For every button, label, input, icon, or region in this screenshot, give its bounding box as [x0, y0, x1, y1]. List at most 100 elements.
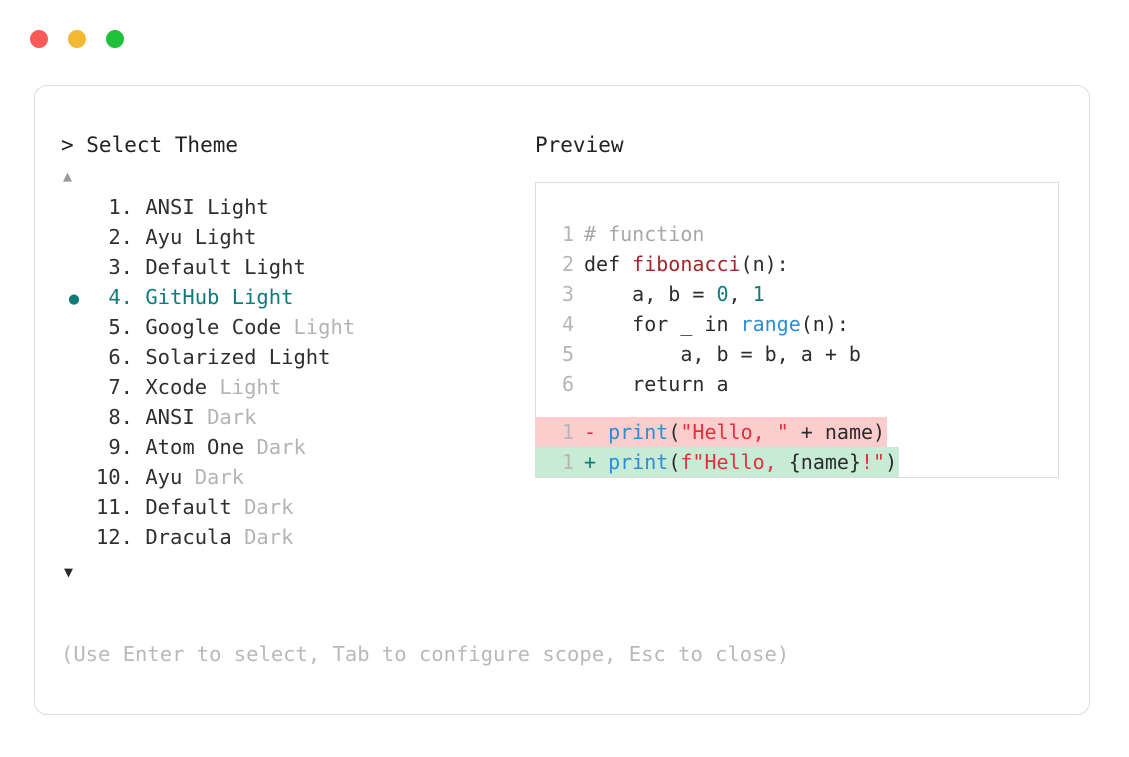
theme-item-index: 9.	[108, 435, 133, 459]
code-text: a, b = 0, 1	[574, 279, 765, 309]
code-token: (	[668, 420, 681, 444]
theme-item-index: 8.	[108, 405, 133, 429]
code-token: # function	[584, 222, 705, 246]
theme-item-variant: Light	[268, 345, 331, 369]
theme-item-name: Ayu	[145, 465, 195, 489]
code-line: 3 a, b = 0, 1	[536, 279, 1058, 309]
code-token: "Hello, "	[680, 420, 789, 444]
code-token: )	[885, 450, 898, 474]
theme-item-separator	[133, 282, 145, 312]
code-token: def	[584, 252, 633, 276]
theme-item-variant: Dark	[244, 495, 294, 519]
code-text: def fibonacci(n):	[574, 249, 789, 279]
line-number: 1	[561, 450, 574, 474]
code-token: (	[668, 450, 681, 474]
theme-list-item[interactable]: ● 4. GitHub Light	[61, 282, 531, 312]
theme-item-separator	[133, 522, 145, 552]
line-number: 4	[561, 312, 574, 336]
theme-list-item[interactable]: 10. Ayu Dark	[61, 462, 531, 492]
theme-item-separator	[133, 402, 145, 432]
theme-item-variant: Dark	[244, 525, 294, 549]
line-number: 1	[561, 420, 574, 444]
theme-item-index: 10.	[95, 465, 133, 489]
theme-item-variant: Light	[207, 195, 269, 219]
theme-item-name: GitHub	[145, 285, 232, 309]
close-dot[interactable]	[30, 30, 48, 48]
theme-item-name: Default	[145, 495, 245, 519]
theme-item-index: 5.	[108, 315, 133, 339]
selected-bullet-icon	[61, 344, 87, 374]
picker-body: > Select Theme ▲ 1. ANSI Light 2. Ayu Li…	[35, 86, 1089, 714]
maximize-dot[interactable]	[106, 30, 124, 48]
line-number: 5	[561, 342, 574, 366]
code-text: a, b = b, a + b	[574, 339, 861, 369]
theme-item-index: 11.	[95, 495, 133, 519]
theme-list-item[interactable]: 9. Atom One Dark	[61, 432, 531, 462]
theme-item-variant: Dark	[256, 435, 306, 459]
theme-item-name: ANSI	[145, 195, 208, 219]
theme-item-variant: Dark	[194, 465, 245, 489]
code-token: return a	[584, 372, 729, 396]
diff-line: 1- print("Hello, " + name)	[536, 417, 888, 447]
theme-item-variant: Light	[231, 285, 294, 309]
theme-list-item[interactable]: 5. Google Code Light	[61, 312, 531, 342]
code-token: + name)	[788, 420, 886, 444]
code-token: (n):	[740, 252, 789, 276]
code-token: f"Hello,	[680, 450, 789, 474]
theme-item-separator	[133, 462, 145, 492]
theme-list[interactable]: 1. ANSI Light 2. Ayu Light 3. Default Li…	[61, 192, 531, 552]
theme-item-index: 1.	[108, 195, 133, 219]
selected-bullet-icon	[61, 314, 87, 344]
line-number: 6	[561, 372, 574, 396]
theme-list-item[interactable]: 11. Default Dark	[61, 492, 531, 522]
code-text: for _ in range(n):	[574, 309, 849, 339]
code-token: print	[608, 420, 669, 444]
line-number: 3	[561, 282, 574, 306]
theme-list-item[interactable]: 7. Xcode Light	[61, 372, 531, 402]
scroll-up-arrow-icon[interactable]: ▲	[63, 167, 73, 185]
code-line: 5 a, b = b, a + b	[536, 339, 1058, 369]
theme-item-variant: Light	[194, 225, 257, 249]
theme-item-name: Ayu	[145, 225, 195, 249]
theme-item-separator	[133, 252, 145, 282]
theme-item-name: Solarized	[145, 345, 269, 369]
preview-title: Preview	[535, 133, 624, 157]
theme-item-name: Google Code	[145, 315, 294, 339]
code-text: - print("Hello, " + name)	[574, 417, 888, 447]
theme-item-separator	[133, 342, 145, 372]
theme-item-index: 2.	[108, 225, 133, 249]
theme-item-name: Xcode	[145, 375, 220, 399]
theme-item-index: 4.	[108, 285, 133, 309]
theme-list-item[interactable]: 1. ANSI Light	[61, 192, 531, 222]
theme-list-item[interactable]: 2. Ayu Light	[61, 222, 531, 252]
selected-bullet-icon	[61, 464, 87, 494]
selected-bullet-icon	[61, 524, 87, 554]
code-line: 1# function	[536, 219, 1058, 249]
theme-picker-card: > Select Theme ▲ 1. ANSI Light 2. Ayu Li…	[34, 85, 1090, 715]
minimize-dot[interactable]	[68, 30, 86, 48]
code-token: 1	[752, 282, 765, 306]
theme-item-name: Atom One	[145, 435, 257, 459]
code-token: -	[584, 420, 609, 444]
selected-bullet-icon	[61, 404, 87, 434]
theme-item-variant: Light	[293, 315, 356, 339]
code-text: + print(f"Hello, {name}!")	[574, 447, 900, 477]
theme-item-index: 6.	[108, 345, 133, 369]
page-title: > Select Theme	[61, 133, 239, 157]
theme-list-item[interactable]: 12. Dracula Dark	[61, 522, 531, 552]
theme-list-item[interactable]: 6. Solarized Light	[61, 342, 531, 372]
theme-item-separator	[133, 372, 145, 402]
code-token: range	[740, 312, 801, 336]
diff-line: 1+ print(f"Hello, {name}!")	[536, 447, 900, 477]
code-token: (n):	[800, 312, 849, 336]
theme-list-item[interactable]: 8. ANSI Dark	[61, 402, 531, 432]
selected-bullet-icon	[61, 494, 87, 524]
selected-bullet-icon: ●	[68, 289, 80, 309]
theme-list-item[interactable]: 3. Default Light	[61, 252, 531, 282]
scroll-down-arrow-icon[interactable]: ▼	[64, 563, 74, 581]
code-token: print	[608, 450, 669, 474]
code-token: 0	[716, 282, 729, 306]
code-line: 4 for _ in range(n):	[536, 309, 1058, 339]
